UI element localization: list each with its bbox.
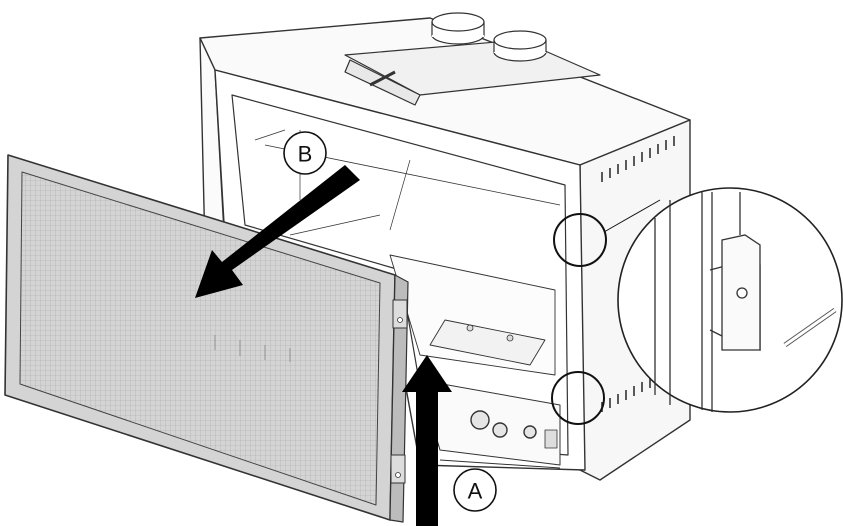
mesh-screen-panel bbox=[4, 154, 409, 523]
vent-slots bbox=[601, 136, 675, 412]
lower-clip-marker bbox=[551, 371, 605, 425]
mounting-tab-upper bbox=[392, 299, 408, 329]
burner-tray bbox=[429, 319, 546, 366]
mounting-tab-lower bbox=[390, 454, 406, 484]
detail-markers bbox=[551, 199, 661, 425]
callout-a-label: A bbox=[468, 479, 483, 504]
callout-b: B bbox=[283, 131, 327, 175]
callout-b-label: B bbox=[298, 142, 313, 167]
control-knob bbox=[470, 410, 490, 430]
flue-collar bbox=[344, 12, 601, 106]
zoom-detail bbox=[617, 187, 843, 413]
upper-clip-marker bbox=[553, 213, 607, 267]
arrow-down-left-icon bbox=[195, 165, 360, 298]
arrow-up-icon bbox=[402, 355, 452, 526]
callout-a: A bbox=[453, 468, 497, 512]
